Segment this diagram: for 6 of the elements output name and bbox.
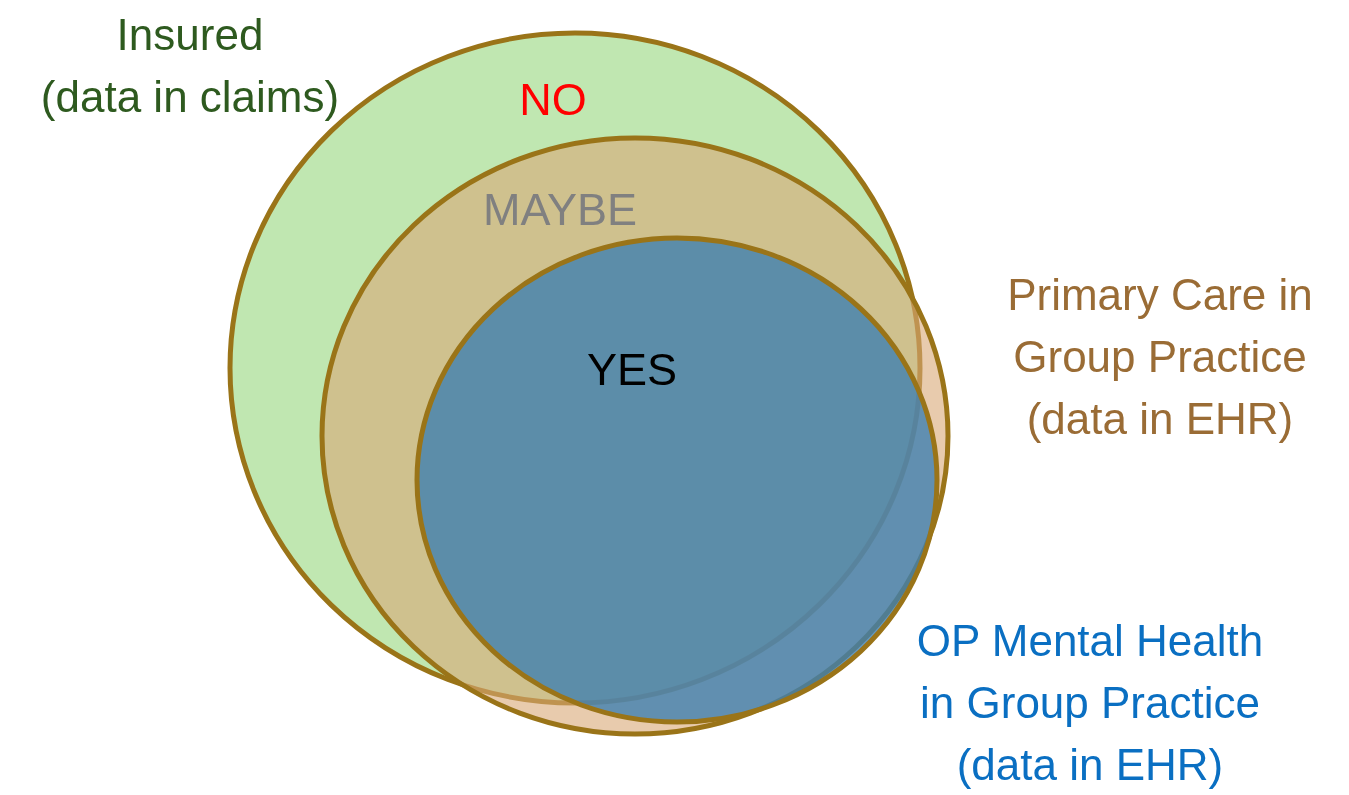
set-label: Insured (data in claims) bbox=[39, 9, 341, 123]
set-label: Primary Care in Group Practice (data in EHR) bbox=[1006, 269, 1314, 445]
region-label: MAYBE bbox=[482, 184, 638, 236]
region-label: NO bbox=[519, 74, 587, 126]
region-label: YES bbox=[587, 344, 677, 396]
set-label: OP Mental Health in Group Practice (data in EHR) bbox=[915, 615, 1265, 791]
